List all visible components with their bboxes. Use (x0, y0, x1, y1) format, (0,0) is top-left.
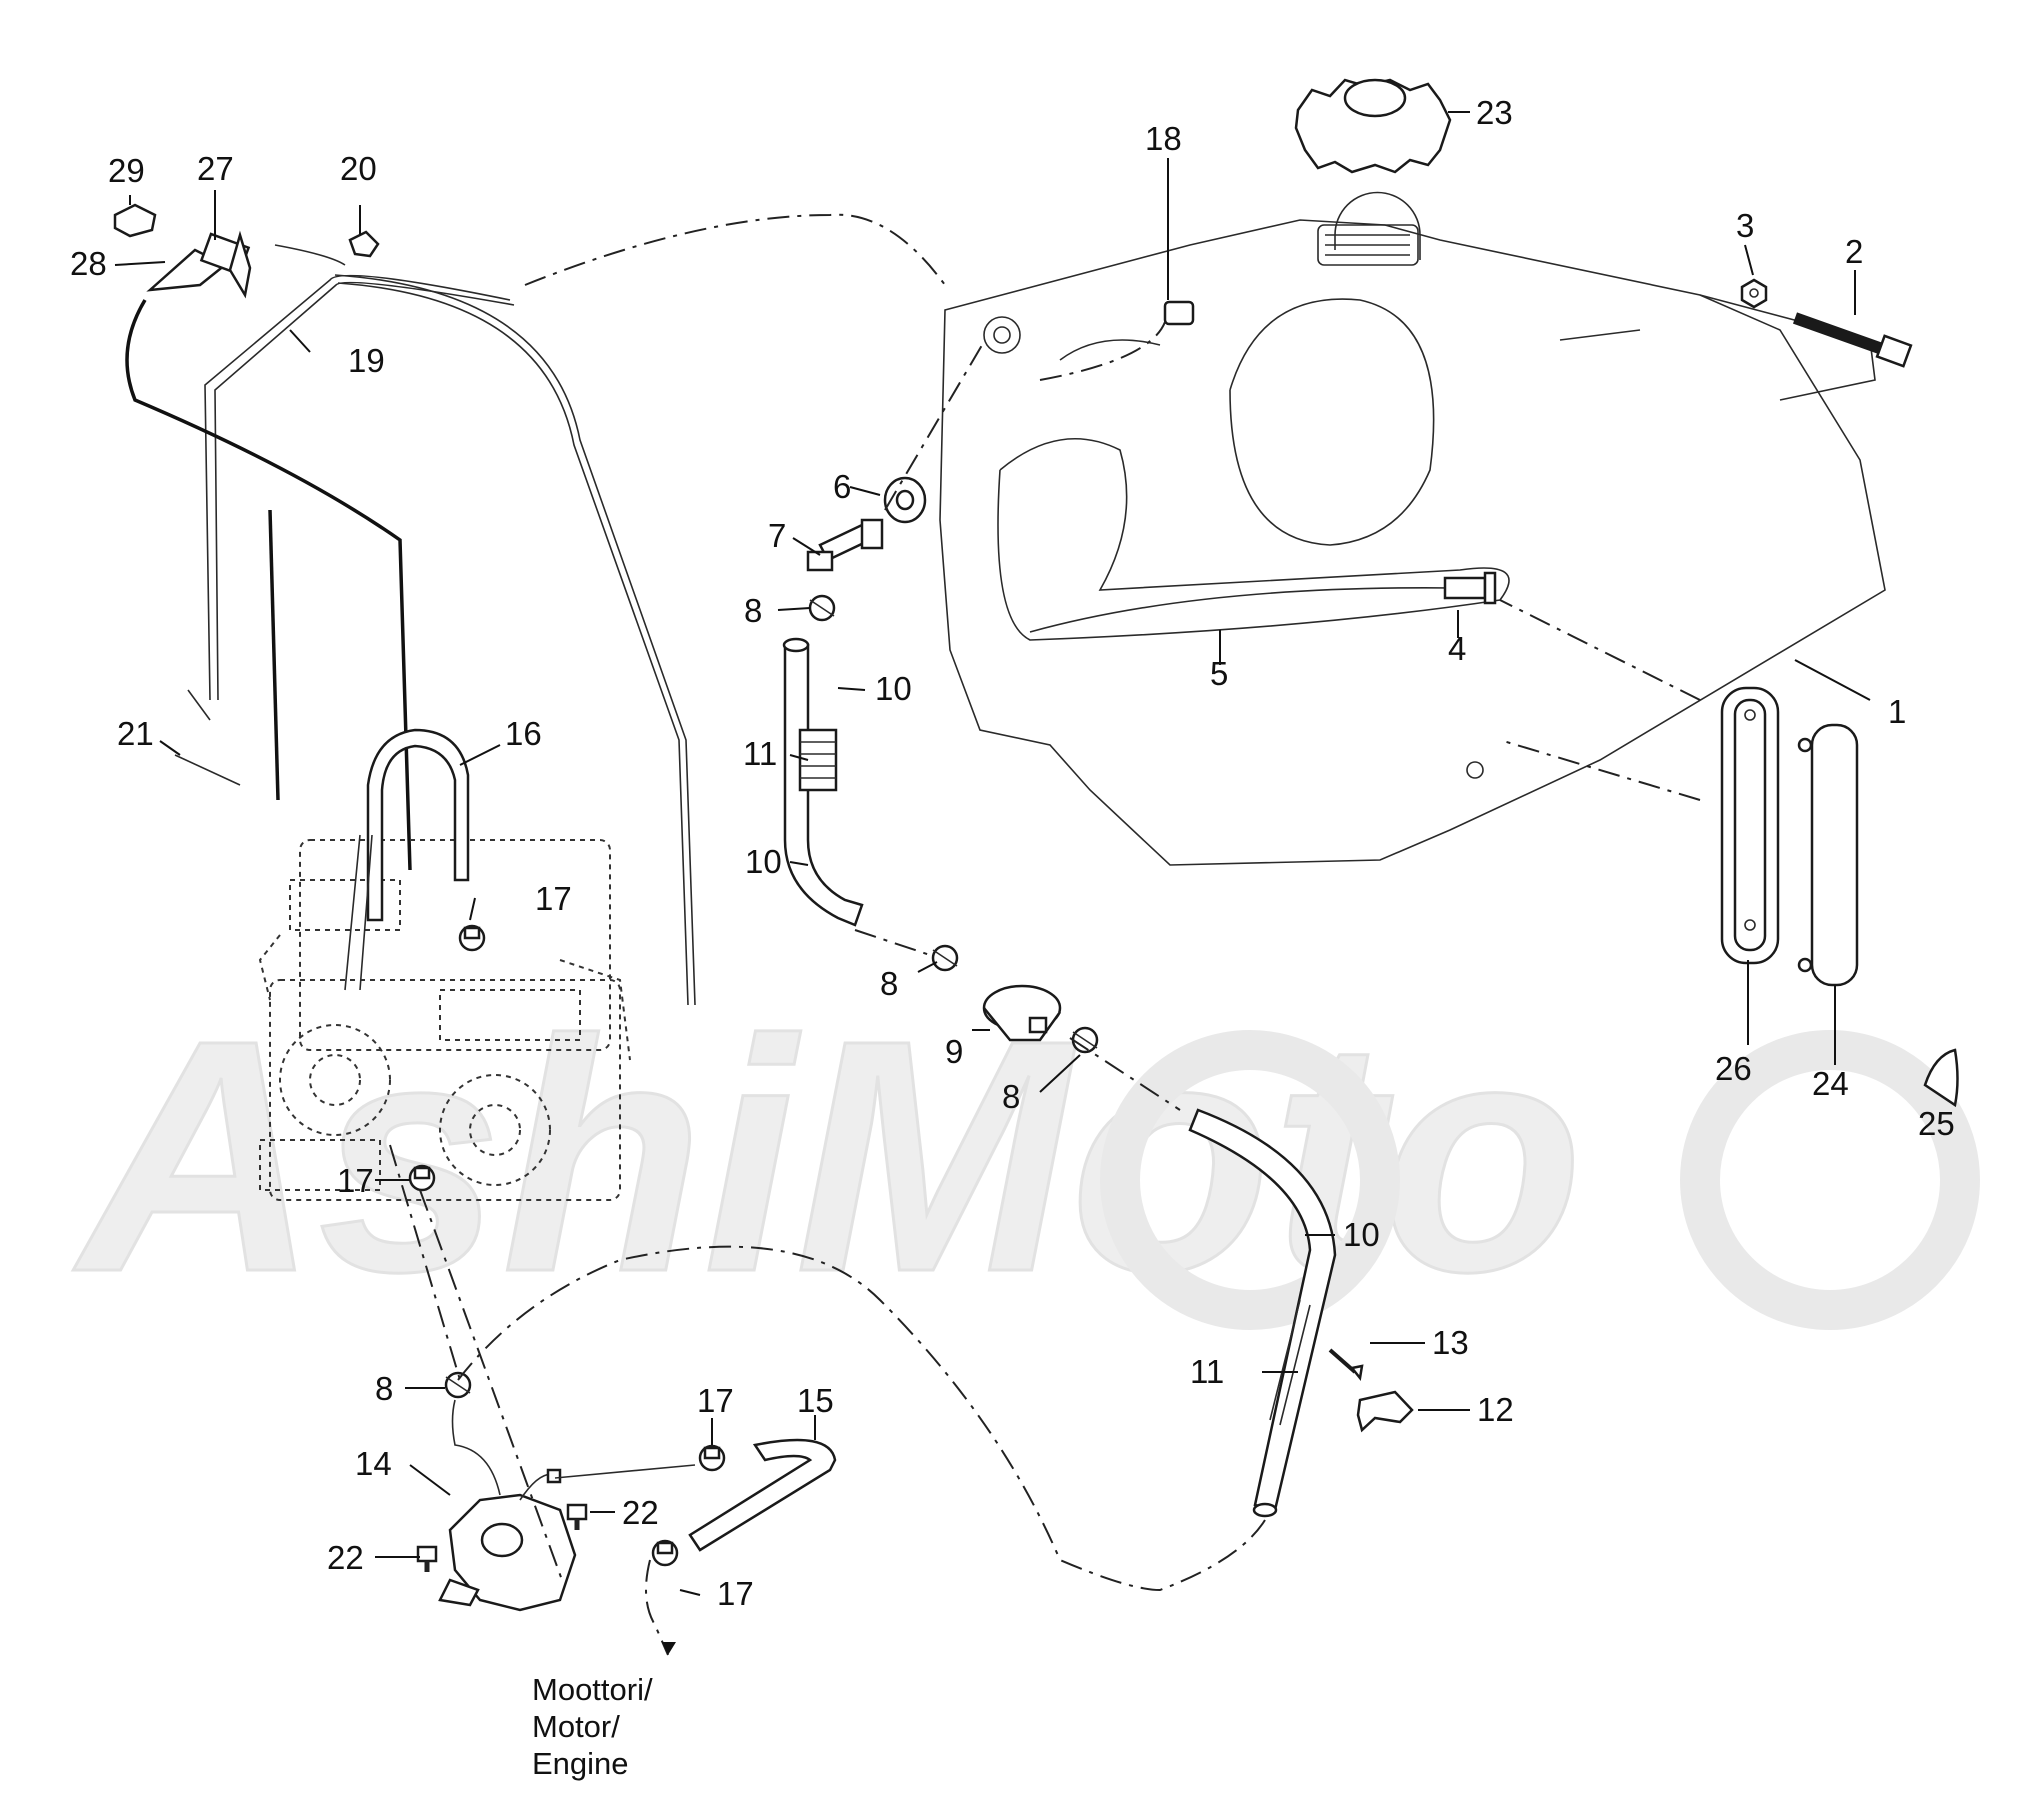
rubber-pad (1797, 723, 1859, 987)
hose-clip-20 (348, 230, 380, 258)
watermark-wheel (1100, 1030, 1400, 1330)
tank-fitting (1443, 571, 1497, 605)
bolt (1792, 312, 1913, 368)
watermark-wheel (1680, 1030, 1980, 1330)
callout-21: 21 (117, 715, 154, 752)
fuel-hose-lower (1188, 1108, 1337, 1518)
note-line-1: Moottori/ (532, 1672, 653, 1707)
internal-fuel-pickup-tube (1029, 587, 1456, 633)
screw (416, 1545, 438, 1572)
nut (1740, 278, 1768, 309)
callout-29: 29 (108, 152, 145, 189)
hose-clamp (808, 594, 836, 622)
callout-23: 23 (1476, 94, 1513, 131)
callout-5: 5 (1210, 655, 1228, 692)
callout-9: 9 (945, 1033, 963, 1070)
sensor-connector (146, 230, 252, 299)
callout-4: 4 (1448, 630, 1466, 667)
hose-clamp (444, 1371, 472, 1399)
callout-15: 15 (797, 1382, 834, 1419)
callout-11a: 11 (743, 735, 777, 772)
callout-19: 19 (348, 342, 385, 379)
callout-13: 13 (1432, 1324, 1469, 1361)
callout-24: 24 (1812, 1065, 1849, 1102)
engine-direction-note: Moottori/ Motor/ Engine (532, 1642, 676, 1781)
nut-small (113, 203, 157, 238)
callout-8b: 8 (880, 965, 898, 1002)
callout-3: 3 (1736, 207, 1754, 244)
fuel-hose-15 (688, 1438, 837, 1552)
callout-11b: 11 (1190, 1353, 1224, 1390)
callout-8a: 8 (744, 592, 762, 629)
hose-clamp (931, 944, 959, 972)
callout-27: 27 (197, 150, 234, 187)
hose-clamp-17 (651, 1539, 679, 1567)
note-line-3: Engine (532, 1746, 629, 1781)
grommet (883, 476, 927, 524)
callout-17d: 17 (717, 1575, 754, 1612)
fuel-cap (1294, 78, 1452, 174)
callout-8c: 8 (1002, 1078, 1020, 1115)
callout-10c: 10 (1343, 1216, 1380, 1253)
hose-clamp-17 (698, 1444, 726, 1472)
callout-6: 6 (833, 468, 851, 505)
wire-harness (125, 299, 412, 871)
callout-2: 2 (1845, 233, 1863, 270)
spring (174, 754, 241, 786)
callout-1: 1 (1888, 693, 1906, 730)
callout-12: 12 (1477, 1391, 1514, 1428)
callout-17c: 17 (697, 1382, 734, 1419)
vent-fitting (1163, 300, 1195, 326)
arrow-down-icon (662, 1642, 676, 1655)
leader-lines (114, 111, 1871, 1596)
vent-line (204, 244, 696, 1006)
hose-clamp-17 (408, 1164, 436, 1192)
callout-22a: 22 (622, 1494, 659, 1531)
callout-16: 16 (505, 715, 542, 752)
fuel-filter (982, 984, 1062, 1042)
callout-labels: 1 2 3 4 5 6 7 8 10 11 10 8 9 8 10 11 13 … (70, 94, 1955, 1612)
fuel-tank (939, 191, 1886, 866)
hose-loop (344, 728, 470, 991)
callout-8d: 8 (375, 1370, 393, 1407)
callout-10a: 10 (875, 670, 912, 707)
callout-22b: 22 (327, 1539, 364, 1576)
callout-10b: 10 (745, 843, 782, 880)
watermark: AshiMoto (68, 970, 1980, 1342)
clip (1328, 1348, 1364, 1381)
screw (566, 1503, 588, 1530)
callout-26: 26 (1715, 1050, 1752, 1087)
watermark-text: AshiMoto (70, 971, 1583, 1340)
note-line-2: Motor/ (532, 1709, 620, 1744)
callout-18: 18 (1145, 120, 1182, 157)
fuel-pump (438, 1399, 696, 1612)
engine-assembly (258, 839, 631, 1201)
callout-20: 20 (340, 150, 377, 187)
check-valve (806, 518, 884, 572)
callout-25: 25 (1918, 1105, 1955, 1142)
gasket (1720, 686, 1780, 965)
small-label-part (1923, 1048, 1959, 1108)
fuel-hose-upper (782, 637, 864, 927)
routing-lines (389, 213, 1701, 1656)
callout-17b: 17 (337, 1162, 374, 1199)
callout-14: 14 (355, 1445, 392, 1482)
bracket (1356, 1390, 1414, 1433)
hose-clamp-17 (458, 924, 486, 952)
callout-7: 7 (768, 517, 786, 554)
callout-17a: 17 (535, 880, 572, 917)
callout-28: 28 (70, 245, 107, 282)
